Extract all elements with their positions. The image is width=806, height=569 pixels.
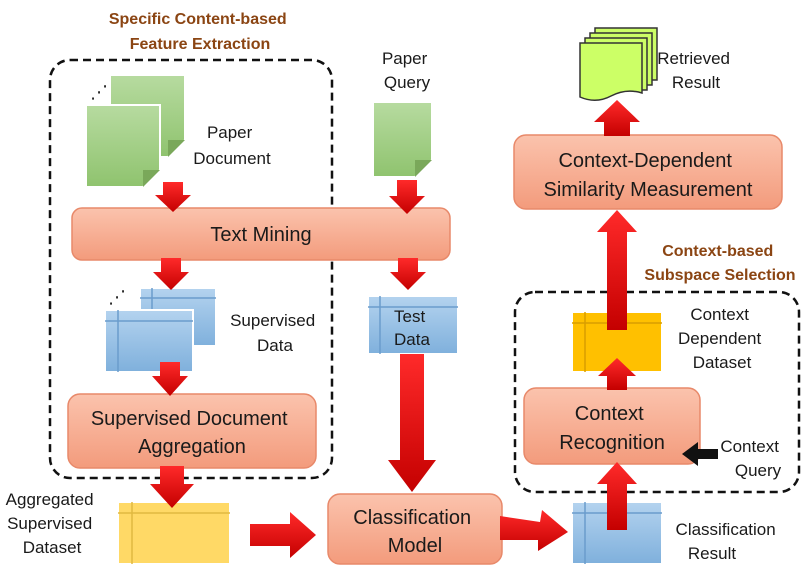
- heading-subspace-selection: Context-based Subspace Selection: [644, 243, 795, 284]
- supervised-doc-aggregation-box: [67, 393, 317, 469]
- arrow-document-to-mining: [155, 182, 191, 212]
- stack-ellipsis: ⋰: [108, 287, 126, 307]
- test-data-label: Test Data: [394, 307, 430, 349]
- classification-result-label: Classification Result: [676, 520, 781, 563]
- arrow-test-to-model: [388, 354, 436, 492]
- retrieved-result-label: Retrieved Result: [657, 49, 735, 92]
- context-dependent-dataset-label: Context Dependent Dataset: [678, 305, 766, 372]
- context-query-label: Context Query: [720, 437, 783, 480]
- similarity-measurement-label: Context-Dependent Similarity Measurement: [544, 150, 753, 201]
- flow-arrows: [150, 100, 640, 558]
- supervised-doc-aggregation-label: Supervised Document Aggregation: [91, 408, 293, 458]
- arrow-mining-to-test: [390, 258, 426, 290]
- arrow-result-to-recognition: [597, 462, 637, 530]
- test-data-icon: [367, 295, 459, 355]
- feature-extraction-region: [48, 58, 334, 480]
- stack-ellipsis: ⋰: [90, 82, 108, 102]
- arrow-model-to-result: [500, 510, 568, 551]
- text-mining-label: Text Mining: [210, 224, 311, 246]
- context-query-arrow: [682, 442, 718, 466]
- aggregated-dataset-label: Aggregated Supervised Dataset: [6, 490, 99, 557]
- paper-document-label: Paper Document: [193, 123, 271, 168]
- context-recognition-label: Context Recognition: [559, 403, 665, 454]
- similarity-measurement-box: [513, 134, 783, 210]
- arrow-dataset-to-model: [250, 512, 316, 558]
- supervised-data-icon: ⋰: [104, 287, 217, 373]
- classification-model-label: Classification Model: [353, 507, 476, 557]
- paper-query-label: Paper Query: [382, 49, 432, 92]
- paper-document-icon: ⋰: [85, 74, 186, 188]
- heading-feature-extraction: Specific Content-based Feature Extractio…: [109, 11, 291, 53]
- subspace-selection-region: [513, 290, 801, 494]
- arrow-aggregation-to-dataset: [150, 466, 194, 508]
- supervised-data-label: Supervised Data: [230, 311, 320, 355]
- paper-query-icon: [372, 101, 433, 178]
- text-mining-box: [71, 207, 451, 261]
- arrow-recognition-to-dataset: [598, 358, 636, 390]
- arrow-supervised-to-aggregation: [152, 362, 188, 396]
- arrow-dataset-to-similarity: [597, 210, 637, 330]
- aggregated-dataset-icon: [117, 501, 231, 565]
- arrow-query-to-mining: [389, 180, 425, 214]
- arrow-mining-to-supervised: [153, 258, 189, 290]
- retrieved-result-icon: [579, 27, 658, 101]
- arrow-similarity-to-retrieved: [594, 100, 640, 136]
